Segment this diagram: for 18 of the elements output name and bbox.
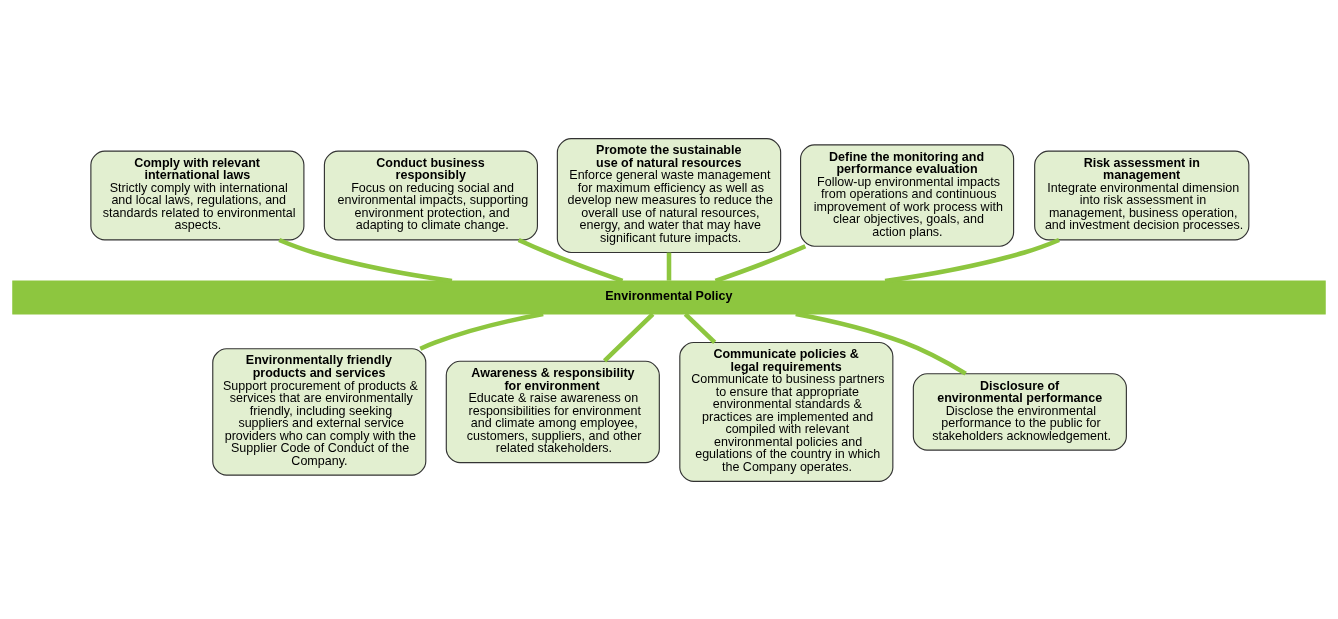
connector bbox=[419, 311, 544, 351]
node-box: Disclosure of environmental performance Disclose the environmental performance to the public for stakeholders acknowledgement. bbox=[912, 372, 1127, 451]
connector bbox=[602, 312, 655, 362]
node-box: Conduct business responsibly Focus on reducing social and environmental impacts, supporting environment protection, and adapting to climate change. bbox=[323, 150, 538, 240]
connector bbox=[278, 237, 453, 283]
connector bbox=[517, 237, 624, 283]
node-box: Promote the sustainable use of natural resources Enforce general waste management for maximum efficiency as well as develop new measures to reduce the overall use of natural resources, energy, and water that may have significant future impacts. bbox=[556, 137, 782, 253]
connector bbox=[666, 252, 672, 281]
node-box: Communicate policies & legal requirements Communicate to business partners to ensure that appropriate environmental standards & practices are implemented and compiled with relevant environmental policies and egulations of the country in which the Company operates. bbox=[679, 341, 894, 482]
node-box: Environmentally friendly products and services Support procurement of products & services that are environmentally friendly, including seeking suppliers and external service providers who can comply with the Supplier Code of Conduct of the Company. bbox=[212, 347, 427, 476]
connector bbox=[795, 311, 967, 376]
connector bbox=[714, 243, 807, 283]
node-box: Awareness & responsibility for environment Educate & raise awareness on responsibilities for environment and climate among employee, customers, suppliers, and other related stakeholders. bbox=[445, 360, 660, 463]
connector bbox=[884, 237, 1060, 283]
node-box: Environmental Policy bbox=[12, 279, 1326, 315]
node-box: Comply with relevant international laws Strictly comply with international and local laws, regulations, and standards related to environmental aspects. bbox=[90, 150, 305, 240]
node-box: Define the monitoring and performance evaluation Follow-up environmental impacts from operations and continuous improvement of work process with clear objectives, goals, and action plans. bbox=[800, 143, 1015, 247]
node-box: Risk assessment in management Integrate environmental dimension into risk assessment in management, business operation, and investment decision processes. bbox=[1034, 150, 1250, 240]
